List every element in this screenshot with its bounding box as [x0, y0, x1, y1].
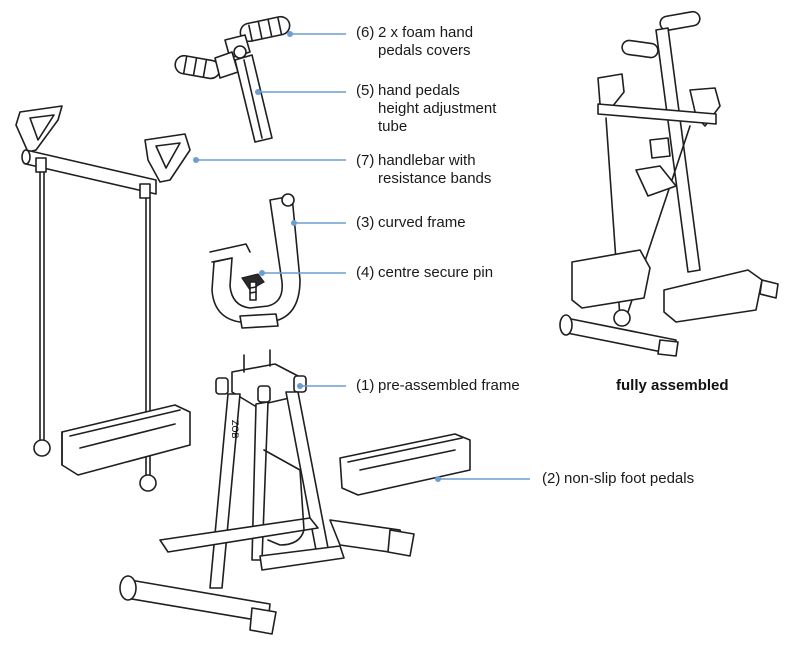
pre-assembled-frame-illustration: ZOB — [119, 349, 415, 635]
callout-text: hand pedals height adjustment tube — [378, 82, 497, 135]
callout-pre-assembled-frame: (1)pre-assembled frame — [356, 377, 520, 395]
callout-number: (7) — [356, 152, 375, 169]
callout-text: centre secure pin — [378, 264, 494, 281]
curved-frame-illustration — [209, 193, 301, 329]
callout-foot-pedals: (2)non-slip foot pedals — [542, 470, 694, 488]
callout-text: handlebar with resistance bands — [378, 152, 492, 187]
callout-number: (3) — [356, 214, 375, 231]
callout-text: pre-assembled frame — [378, 377, 520, 394]
callout-handlebar: (7)handlebar with resistance bands — [356, 152, 491, 188]
callout-number: (5) — [356, 82, 375, 99]
callout-hand-pedal-covers: (6)2 x foam hand pedals covers — [356, 24, 473, 60]
foot-pedals-illustration — [61, 404, 471, 496]
callout-lines — [193, 31, 530, 482]
frame-brand-mark: ZOB — [230, 420, 240, 439]
callout-number: (6) — [356, 24, 375, 41]
callout-text: 2 x foam hand pedals covers — [378, 24, 474, 59]
callout-text: curved frame — [378, 214, 466, 231]
callout-number: (2) — [542, 470, 561, 487]
callout-centre-secure-pin: (4)centre secure pin — [356, 264, 493, 282]
fully-assembled-label: fully assembled — [616, 377, 729, 394]
callout-number: (1) — [356, 377, 375, 394]
callout-number: (4) — [356, 264, 375, 281]
callout-text: non-slip foot pedals — [564, 470, 695, 487]
callout-curved-frame: (3)curved frame — [356, 214, 466, 232]
callout-height-adjustment-tube: (5)hand pedals height adjustment tube — [356, 82, 496, 136]
secure-pin — [241, 273, 265, 301]
fully-assembled-illustration — [559, 10, 779, 357]
hand-pedals-illustration — [174, 15, 291, 143]
